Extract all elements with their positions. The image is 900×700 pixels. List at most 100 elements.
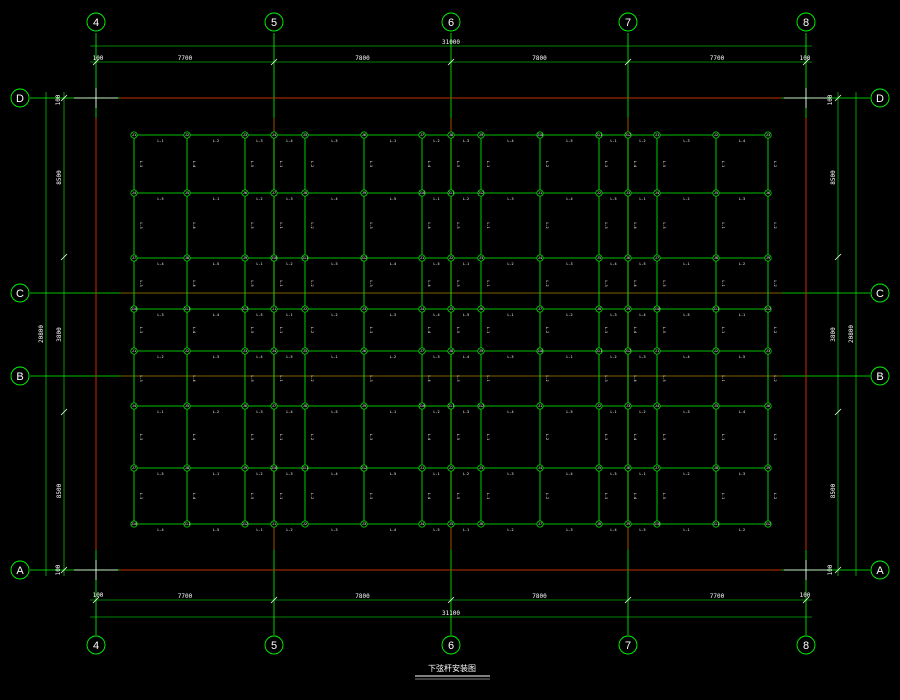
truss-node (624, 464, 632, 472)
member-label: L-4 (610, 262, 616, 266)
member-label: L-1 (610, 139, 616, 143)
drawing-title: 下弦杆安装图 (428, 663, 476, 673)
member-label: L-1 (486, 280, 490, 286)
member-label: L-3 (139, 375, 143, 381)
member-label: L-2 (286, 528, 292, 532)
node-label: J5 (597, 466, 601, 470)
truss-node (130, 189, 138, 197)
member-label: L-4 (507, 410, 513, 414)
left-span-label: 8500 (56, 170, 63, 185)
truss-node (712, 189, 720, 197)
truss-node (270, 402, 278, 410)
member-label: L-4 (463, 355, 469, 359)
node-label: J8 (597, 522, 601, 526)
member-label: L-1 (486, 161, 490, 167)
axis-label-5: 5 (271, 640, 277, 652)
truss-node (183, 520, 191, 528)
member-label: L-5 (390, 472, 396, 476)
member-label: L-3 (256, 139, 262, 143)
member-label: L-5 (456, 434, 460, 440)
node-label: J1 (272, 522, 276, 526)
member-label: L-3 (604, 375, 608, 381)
truss-node (536, 347, 544, 355)
node-label: J12 (625, 133, 631, 137)
node-label: J12 (765, 522, 771, 526)
member-label: L-2 (773, 493, 777, 499)
top-span-label: 7700 (710, 55, 725, 62)
right-total-label: 20800 (848, 325, 855, 343)
right-tick (834, 253, 842, 261)
member-label: L-4 (683, 355, 689, 359)
left-tick (60, 253, 68, 261)
axis-bubble-8 (796, 12, 816, 32)
truss-node (418, 520, 426, 528)
member-label: L-4 (427, 222, 431, 228)
node-label: J5 (303, 349, 307, 353)
truss-node (536, 254, 544, 262)
member-label: L-4 (286, 139, 292, 143)
truss-node (624, 189, 632, 197)
node-label: J3 (243, 133, 247, 137)
node-label: J7 (420, 349, 424, 353)
member-label: L-4 (157, 528, 163, 532)
node-label: J7 (132, 466, 136, 470)
member-label: L-2 (310, 222, 314, 228)
member-label: L-5 (456, 222, 460, 228)
member-label: L-1 (279, 327, 283, 333)
member-label: L-2 (773, 434, 777, 440)
member-label: L-2 (256, 197, 262, 201)
node-label: J11 (302, 256, 308, 260)
member-label: L-3 (683, 139, 689, 143)
node-label: J5 (185, 191, 189, 195)
member-label: L-1 (433, 197, 439, 201)
node-label: J3 (362, 307, 366, 311)
node-label: J3 (243, 349, 247, 353)
axis-label-B: B (876, 371, 883, 383)
node-label: J6 (766, 404, 770, 408)
truss-node (653, 464, 661, 472)
truss-node (183, 305, 191, 313)
truss-node (360, 520, 368, 528)
left-tick (60, 94, 68, 102)
truss-node (653, 131, 661, 139)
node-label: J1 (132, 133, 136, 137)
member-label: L-4 (427, 280, 431, 286)
member-label: L-3 (739, 197, 745, 201)
node-label: J10 (654, 522, 660, 526)
node-label: J12 (625, 349, 631, 353)
member-label: L-4 (192, 434, 196, 440)
member-label: L-2 (463, 472, 469, 476)
truss-node (241, 305, 249, 313)
member-label: L-5 (662, 280, 666, 286)
member-label: L-3 (286, 197, 292, 201)
member-label: L-2 (773, 222, 777, 228)
member-label: L-2 (639, 139, 645, 143)
bottom-end-mark-left: 100 (93, 592, 104, 599)
truss-node (130, 520, 138, 528)
axis-bubble-A (870, 560, 890, 580)
node-label: J11 (713, 307, 719, 311)
member-label: L-4 (390, 528, 396, 532)
axis-bubble-B (870, 366, 890, 386)
axis-label-6: 6 (448, 640, 454, 652)
member-label: L-2 (545, 161, 549, 167)
member-label: L-2 (463, 197, 469, 201)
node-label: J3 (766, 133, 770, 137)
node-label: J2 (303, 522, 307, 526)
member-label: L-3 (604, 161, 608, 167)
member-label: L-5 (456, 327, 460, 333)
top-tick (447, 58, 455, 66)
node-label: J4 (272, 349, 276, 353)
axis-label-D: D (16, 93, 24, 105)
top-tick (802, 58, 810, 66)
left-tick (60, 566, 68, 574)
node-label: J9 (362, 404, 366, 408)
member-label: L-5 (662, 222, 666, 228)
node-label: J11 (184, 307, 190, 311)
member-label: L-1 (721, 327, 725, 333)
truss-node (418, 347, 426, 355)
node-label: J11 (713, 522, 719, 526)
member-label: L-1 (721, 434, 725, 440)
